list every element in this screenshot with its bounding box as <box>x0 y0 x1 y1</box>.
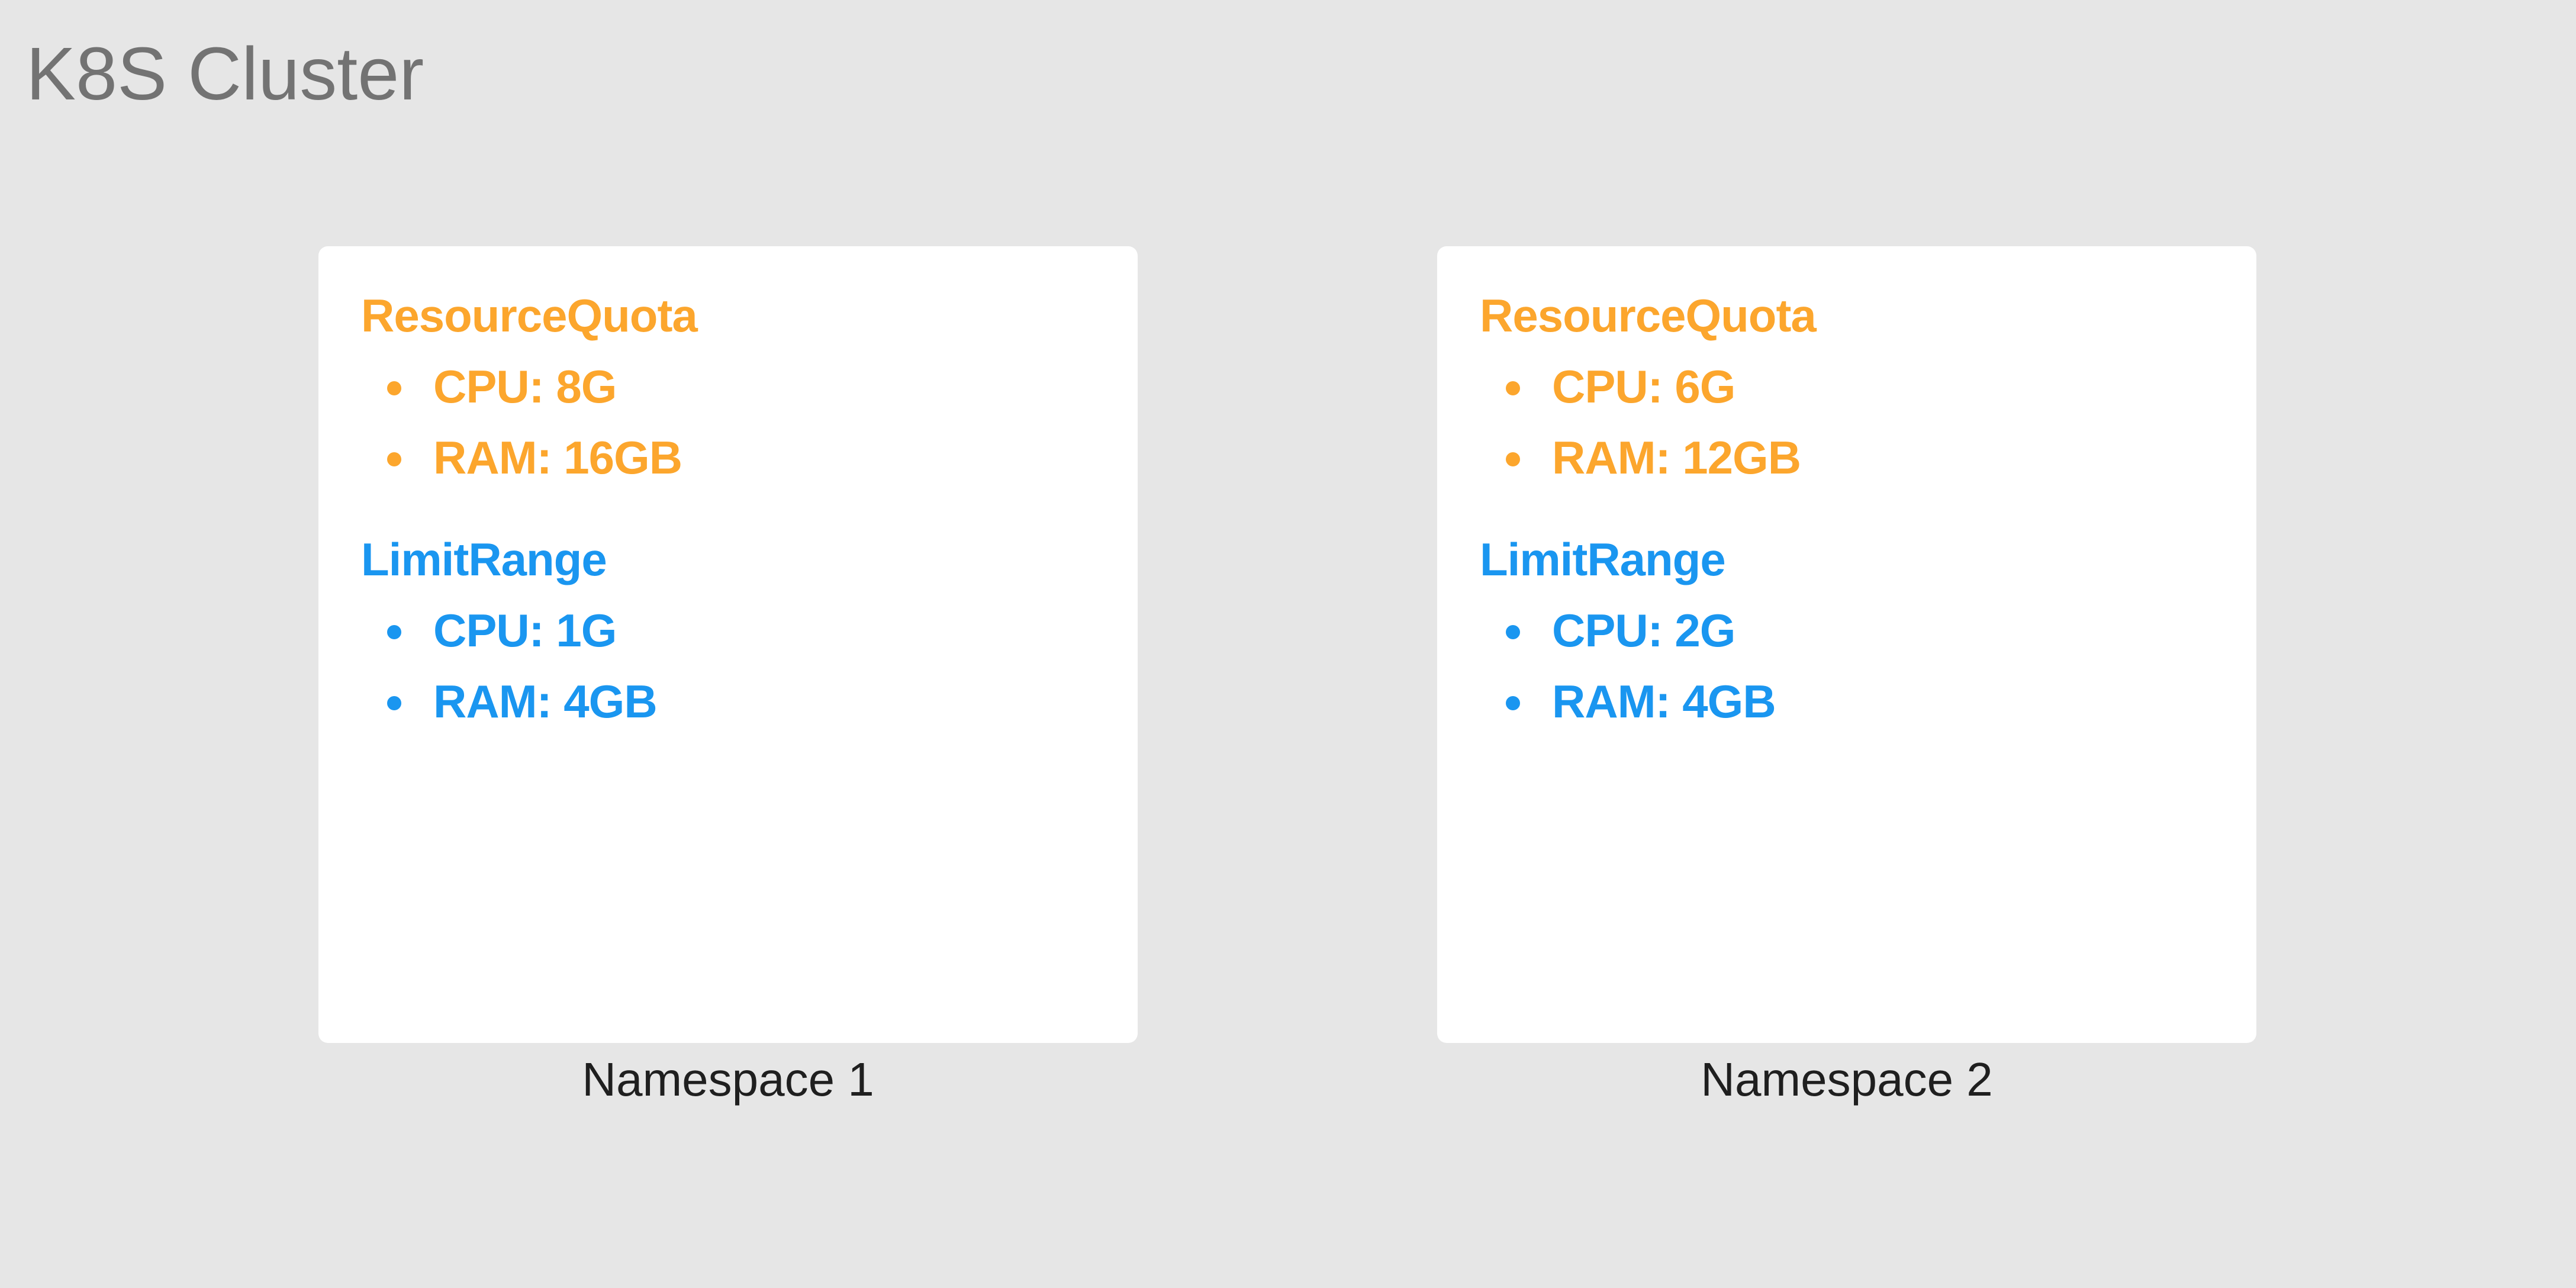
limit-range-section: LimitRange CPU: 1G RAM: 4GB <box>361 536 1138 724</box>
limit-range-cpu: CPU: 2G <box>1480 607 2256 653</box>
namespace-box: ResourceQuota CPU: 6G RAM: 12GB LimitRan… <box>1437 246 2256 1043</box>
limit-range-section: LimitRange CPU: 2G RAM: 4GB <box>1480 536 2256 724</box>
resource-quota-ram-text: RAM: 16GB <box>433 432 682 484</box>
resource-quota-cpu-text: CPU: 6G <box>1552 360 1735 413</box>
resource-quota-cpu: CPU: 8G <box>361 363 1138 410</box>
namespace-1: ResourceQuota CPU: 8G RAM: 16GB LimitRan… <box>318 246 1138 1103</box>
limit-range-cpu-text: CPU: 1G <box>433 604 617 656</box>
namespace-label: Namespace 1 <box>582 1053 874 1106</box>
bullet-icon <box>387 696 401 710</box>
namespace-label: Namespace 2 <box>1701 1053 1993 1106</box>
bullet-icon <box>387 452 401 466</box>
namespace-box: ResourceQuota CPU: 8G RAM: 16GB LimitRan… <box>318 246 1138 1043</box>
resource-quota-title: ResourceQuota <box>1480 289 1817 342</box>
cluster-title: K8S Cluster <box>26 32 424 115</box>
limit-range-ram-text: RAM: 4GB <box>1552 675 1776 727</box>
namespace-2: ResourceQuota CPU: 6G RAM: 12GB LimitRan… <box>1437 246 2256 1103</box>
bullet-icon <box>1506 452 1520 466</box>
limit-range-cpu: CPU: 1G <box>361 607 1138 653</box>
limit-range-ram: RAM: 4GB <box>1480 678 2256 724</box>
limit-range-ram-text: RAM: 4GB <box>433 675 658 727</box>
resource-quota-ram: RAM: 12GB <box>1480 434 2256 481</box>
resource-quota-cpu: CPU: 6G <box>1480 363 2256 410</box>
limit-range-list: CPU: 1G RAM: 4GB <box>361 607 1138 724</box>
limit-range-title: LimitRange <box>1480 533 1726 585</box>
resource-quota-ram: RAM: 16GB <box>361 434 1138 481</box>
limit-range-list: CPU: 2G RAM: 4GB <box>1480 607 2256 724</box>
resource-quota-section: ResourceQuota CPU: 8G RAM: 16GB <box>361 292 1138 481</box>
bullet-icon <box>387 381 401 395</box>
bullet-icon <box>1506 696 1520 710</box>
resource-quota-list: CPU: 8G RAM: 16GB <box>361 363 1138 481</box>
limit-range-title: LimitRange <box>361 533 607 585</box>
bullet-icon <box>1506 625 1520 639</box>
limit-range-ram: RAM: 4GB <box>361 678 1138 724</box>
resource-quota-section: ResourceQuota CPU: 6G RAM: 12GB <box>1480 292 2256 481</box>
resource-quota-ram-text: RAM: 12GB <box>1552 432 1801 484</box>
resource-quota-cpu-text: CPU: 8G <box>433 360 617 413</box>
resource-quota-list: CPU: 6G RAM: 12GB <box>1480 363 2256 481</box>
resource-quota-title: ResourceQuota <box>361 289 698 342</box>
bullet-icon <box>1506 381 1520 395</box>
limit-range-cpu-text: CPU: 2G <box>1552 604 1735 656</box>
bullet-icon <box>387 625 401 639</box>
